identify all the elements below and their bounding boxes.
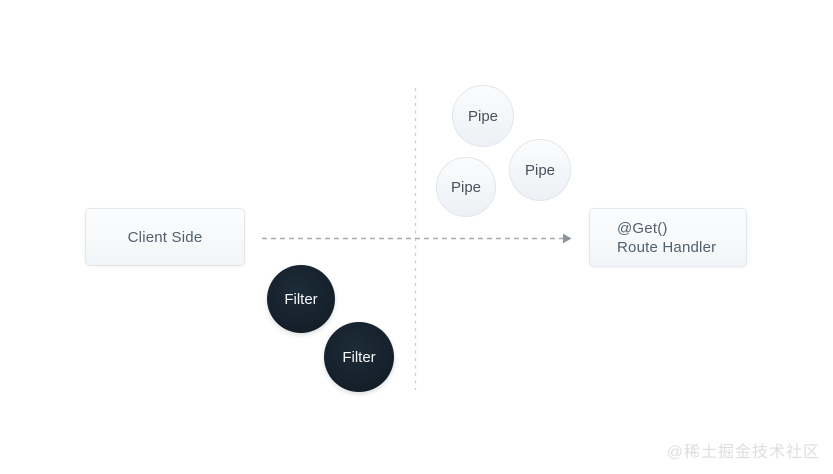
pipe-label: Pipe: [524, 161, 556, 179]
filter-node-1[interactable]: Filter: [267, 265, 335, 333]
route-handler-node[interactable]: @Get() Route Handler: [589, 208, 747, 267]
pipe-label: Pipe: [467, 107, 499, 125]
route-handler-label: Route Handler: [617, 238, 717, 256]
filter-node-2[interactable]: Filter: [324, 322, 394, 392]
request-arrow-head-icon: [563, 233, 572, 244]
pipe-node-1[interactable]: Pipe: [452, 85, 514, 147]
client-side-label: Client Side: [127, 228, 203, 246]
pipe-node-2[interactable]: Pipe: [436, 157, 496, 217]
watermark: @稀土掘金技术社区: [666, 444, 820, 461]
pipe-label: Pipe: [450, 178, 482, 196]
route-handler-decorator-label: @Get(): [617, 219, 668, 237]
pipe-node-3[interactable]: Pipe: [509, 139, 571, 201]
filter-label: Filter: [284, 290, 318, 308]
filter-label: Filter: [342, 348, 376, 366]
client-side-node[interactable]: Client Side: [85, 208, 245, 266]
